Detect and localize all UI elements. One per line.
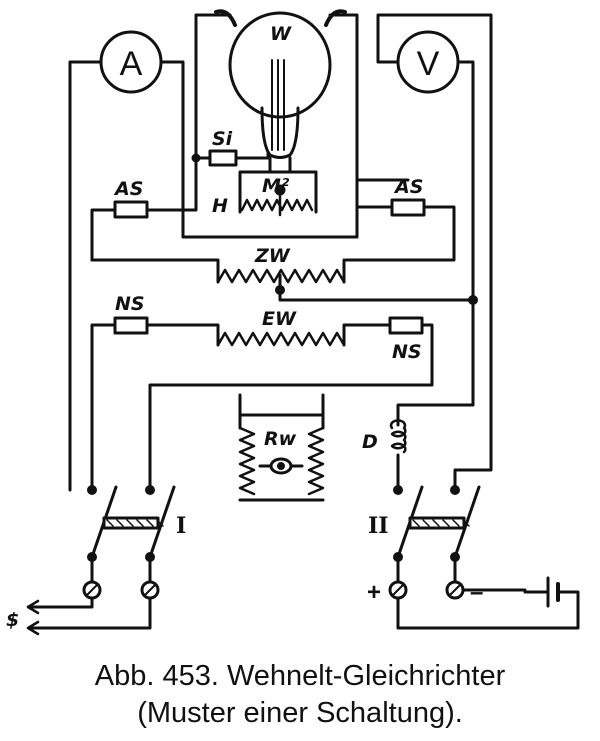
- switch-1: [26, 485, 176, 636]
- as-left-label: AS: [113, 178, 143, 200]
- wire-zw-left: [90, 258, 220, 284]
- resistor-ns-right: [388, 316, 424, 335]
- switch-2-label: II: [368, 513, 389, 539]
- h-label: H: [212, 195, 228, 217]
- wire-m2-top: [268, 156, 292, 174]
- caption-line-1: Abb. 453. Wehnelt-Gleichrichter: [94, 660, 506, 692]
- d-label: D: [362, 431, 378, 453]
- resistor-rw-left: [238, 426, 256, 496]
- wire-tube-top-right: [328, 13, 359, 182]
- wire-h: [181, 156, 198, 212]
- switch-1-label: I: [176, 513, 186, 539]
- wire-ew-right: [342, 323, 392, 347]
- wire-si-right: [234, 150, 270, 160]
- resistor-as-right: [390, 198, 426, 217]
- plus-label: +: [367, 579, 381, 606]
- wire-as-left: [90, 208, 117, 262]
- ammeter-label: A: [120, 45, 143, 83]
- junction-m2: [274, 184, 286, 196]
- tilde-label: $: [6, 609, 19, 631]
- zw-label: ZW: [254, 245, 291, 267]
- wire-tube-top-left: [194, 13, 232, 160]
- wire-ew-left: [145, 323, 220, 347]
- rw-knob: [258, 457, 304, 475]
- wire-rw-top: [238, 413, 325, 430]
- battery: [546, 576, 568, 608]
- ns-left-label: NS: [115, 293, 145, 315]
- resistor-ns-left: [113, 316, 149, 335]
- m2-box: [238, 170, 318, 214]
- as-right-label: AS: [393, 176, 423, 198]
- wehnelt-tube: [214, 9, 347, 159]
- wire-as-right: [344, 205, 456, 262]
- junction-zw: [275, 285, 285, 295]
- resistor-rw-right: [307, 426, 325, 496]
- wire-voltmeter-down: [396, 298, 475, 417]
- wire-ns-left: [90, 323, 117, 492]
- resistor-as-left: [113, 200, 149, 219]
- wire-voltmeter-left: [376, 13, 493, 492]
- choke-d: [389, 413, 407, 492]
- tube-label: W: [270, 23, 292, 45]
- resistor-ew: [216, 331, 346, 347]
- resistor-zw: [216, 268, 346, 284]
- caption-line-2: (Muster einer Schaltung).: [137, 697, 463, 729]
- m2-resistor: [240, 198, 314, 212]
- ns-right-label: NS: [392, 341, 422, 363]
- wire-rw-links: [238, 393, 325, 417]
- switch-2: [388, 485, 580, 630]
- zw-tap: [278, 273, 475, 302]
- wire-ammeter-right: [159, 60, 410, 239]
- ew-label: EW: [262, 308, 297, 330]
- minus-label: –: [470, 579, 483, 606]
- resistor-si: [208, 149, 238, 167]
- m2-label: M²: [262, 175, 290, 197]
- si-label: Si: [212, 128, 233, 150]
- voltmeter-label: V: [417, 45, 440, 83]
- wire-voltmeter-right: [456, 60, 475, 302]
- wire-ns-right: [148, 323, 434, 492]
- wire-ammeter-left: [68, 60, 103, 492]
- rw-label: Rw: [264, 428, 297, 450]
